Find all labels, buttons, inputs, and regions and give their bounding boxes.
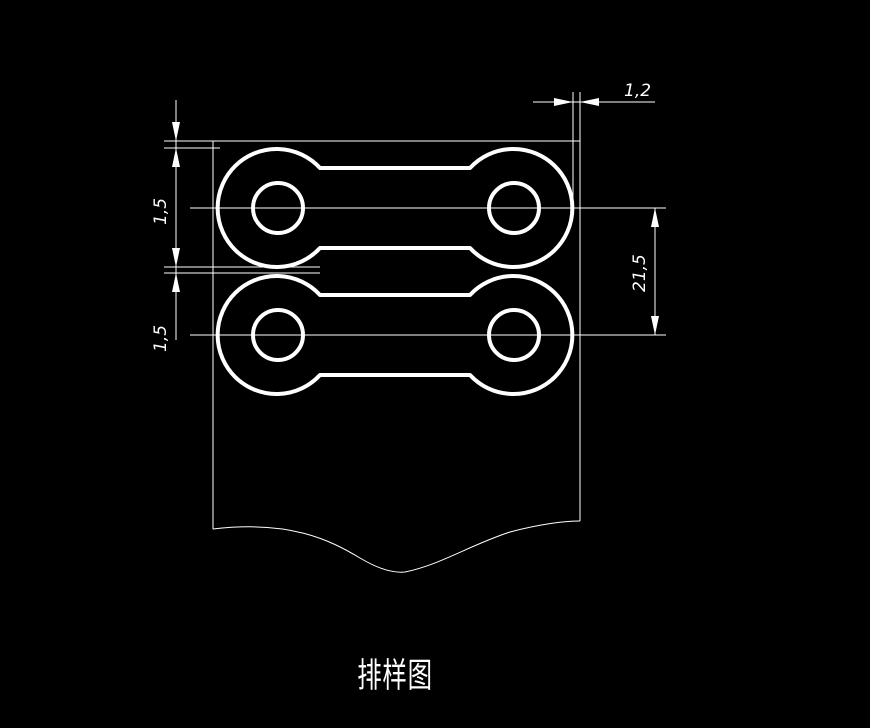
hole-lower-left [251,308,305,362]
web-gap-arrow-left [554,98,573,106]
top-margin-arrow-down [172,122,180,141]
web-gap-arrow-right [580,98,599,106]
hole-upper-left [251,181,305,235]
dimension-top-margin: 1,5 [151,100,220,288]
stamped-part-lower [215,274,575,396]
stamped-part-upper [215,147,575,269]
center-lines [164,207,666,336]
dimension-web-gap: 1,2 [533,81,655,210]
top-margin-label: 1,5 [151,198,171,225]
part-outline-upper [215,147,575,269]
pitch-arrow-top [651,208,659,227]
part-outline-lower [215,274,575,396]
bottom-margin-arrow-down [172,248,180,267]
strip-break-line [212,520,581,573]
top-margin-arrow-up [172,148,180,167]
pitch-arrow-bottom [651,316,659,335]
pitch-label: 21,5 [630,254,650,292]
bottom-margin-arrow-up [172,273,180,292]
hole-lower-right [487,308,541,362]
dimension-bottom-margin: 1,5 [151,248,180,352]
bottom-margin-label: 1,5 [151,325,171,352]
dimension-pitch: 21,5 [630,208,659,335]
hole-upper-right [487,181,541,235]
drawing-caption: 排样图 [357,656,433,696]
web-gap-label: 1,2 [624,81,651,101]
strip-outline [164,140,581,573]
